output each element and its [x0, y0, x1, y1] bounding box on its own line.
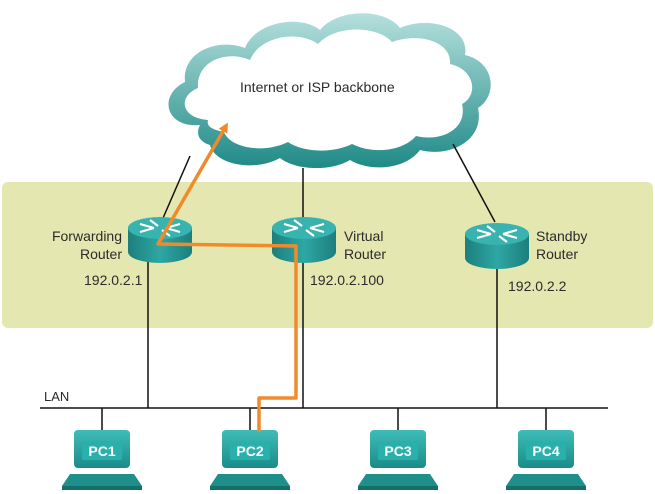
workstation-icon-pc4	[506, 430, 586, 490]
forwarding-router-label-line1: Forwarding	[51, 228, 122, 244]
standby-router-label-line1: Standby	[536, 228, 588, 244]
workstation-icon-pc3	[358, 430, 438, 490]
pc2-label: PC2	[236, 443, 264, 459]
traffic-path	[156, 122, 298, 432]
virtual-router-label-line1: Virtual	[344, 228, 384, 244]
lan-label: LAN	[44, 389, 70, 404]
router-icon-virtual	[272, 217, 336, 263]
cloud-label: Internet or ISP backbone	[240, 79, 395, 95]
pc1-label: PC1	[88, 443, 116, 459]
standby-router-ip: 192.0.2.2	[508, 278, 567, 294]
pc3-label: PC3	[384, 443, 412, 459]
virtual-router-label-line2: Router	[344, 246, 387, 262]
forwarding-router-label-line2: Router	[79, 246, 122, 262]
workstation-icon-pc2	[210, 430, 290, 490]
workstation-icon-pc1	[62, 430, 142, 490]
router-icon-standby	[465, 223, 529, 269]
forwarding-router-ip: 192.0.2.1	[84, 272, 143, 288]
virtual-router-ip: 192.0.2.100	[310, 272, 384, 288]
cloud-icon	[168, 13, 491, 169]
standby-router-label-line2: Router	[536, 246, 579, 262]
pc4-label: PC4	[532, 443, 560, 459]
